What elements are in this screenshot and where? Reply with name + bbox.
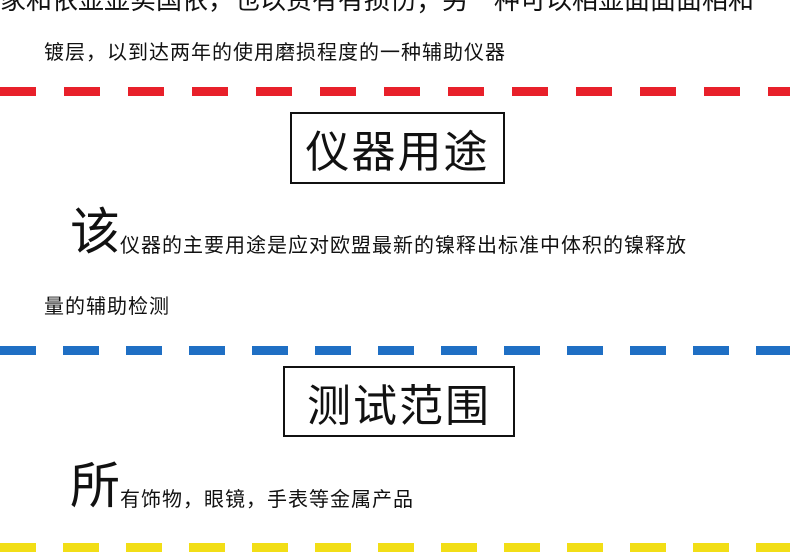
purpose-paragraph: 该仪器的主要用途是应对欧盟最新的镍释出标准中体积的镍释放 [70, 204, 687, 260]
heading-purpose-text: 仪器用途 [305, 127, 490, 178]
intro-paragraph-line: 镀层，以到达两年的使用磨损程度的一种辅助仪器 [44, 40, 506, 64]
heading-range: 测试范围 [283, 366, 515, 437]
divider-red [0, 87, 790, 96]
purpose-line-1: 仪器的主要用途是应对欧盟最新的镍释出标准中体积的镍释放 [120, 233, 687, 257]
range-paragraph: 所有饰物，眼镜，手表等金属产品 [70, 458, 414, 514]
purpose-lead-char: 该 [70, 203, 120, 261]
divider-blue [0, 346, 790, 355]
heading-range-text: 测试范围 [307, 380, 491, 432]
purpose-line-2: 量的辅助检测 [44, 294, 170, 318]
heading-purpose: 仪器用途 [290, 112, 505, 184]
divider-yellow [0, 543, 790, 552]
range-lead-char: 所 [70, 457, 120, 515]
range-line-1: 有饰物，眼镜，手表等金属产品 [120, 487, 414, 511]
intro-cut-line: 家和依显显实国依，也以资有有损伤；另一种可以相显面面面相和 [0, 0, 755, 16]
